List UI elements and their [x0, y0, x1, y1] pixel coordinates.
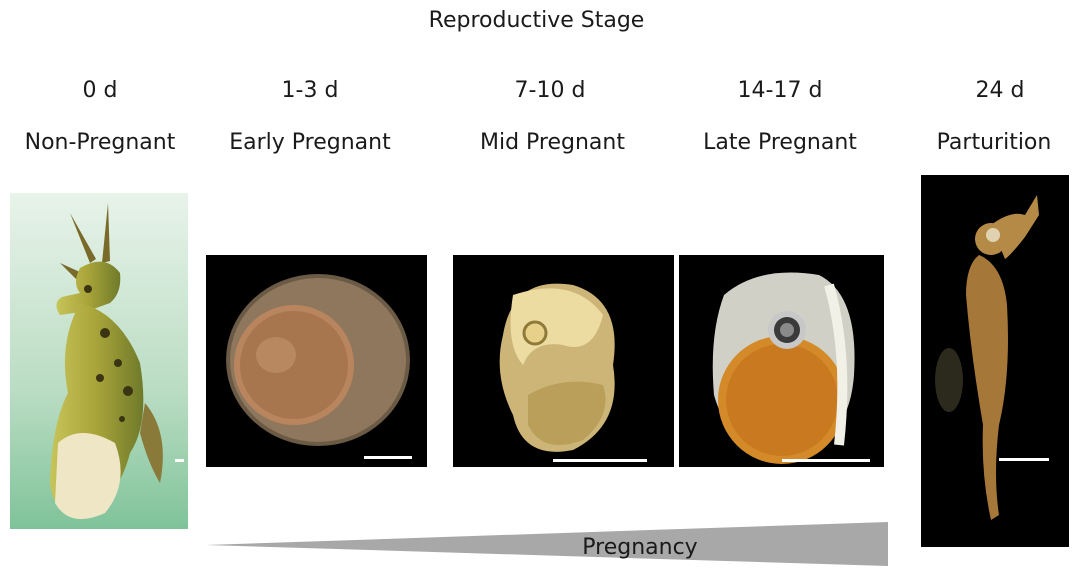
- egg-early-photo: [206, 255, 427, 467]
- juvenile-seahorse-photo: [921, 175, 1069, 547]
- figure-title: Reproductive Stage: [0, 8, 1073, 33]
- stage-name-label: Non-Pregnant: [0, 130, 200, 155]
- stage-name-label: Late Pregnant: [680, 130, 880, 155]
- seahorse-non-pregnant-photo: [10, 193, 188, 529]
- stage-day-label: 24 d: [945, 78, 1055, 103]
- stage-name-label: Early Pregnant: [205, 130, 415, 155]
- stage-day-label: 14-17 d: [720, 78, 840, 103]
- stage-day-label: 1-3 d: [250, 78, 370, 103]
- embryo-late-photo: [679, 255, 884, 467]
- stage-day-label: 0 d: [40, 78, 160, 103]
- embryo-mid-photo: [453, 255, 674, 467]
- stage-name-label: Mid Pregnant: [455, 130, 650, 155]
- pregnancy-label: Pregnancy: [540, 535, 740, 560]
- stage-name-label: Parturition: [915, 130, 1073, 155]
- stage-day-label: 7-10 d: [490, 78, 610, 103]
